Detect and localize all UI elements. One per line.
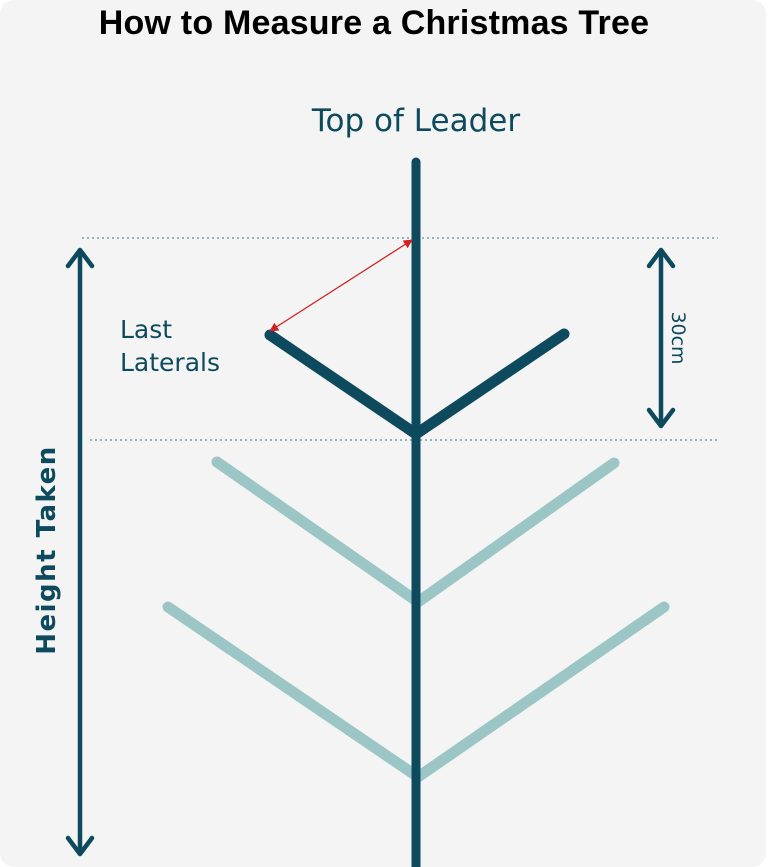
height-taken-label: Height Taken — [32, 445, 62, 655]
height-taken-arrow-head-bottom — [65, 835, 95, 857]
thirty-cm-label: 30cm — [667, 311, 689, 364]
height-taken-arrow-head-top — [65, 247, 95, 269]
last-laterals-branch — [264, 328, 570, 440]
page-title: How to Measure a Christmas Tree — [98, 4, 650, 42]
top-of-leader-label: Top of Leader — [311, 103, 520, 139]
lateral-to-leader-arrow — [269, 239, 413, 332]
last-laterals-label-line2: Laterals — [120, 348, 220, 377]
thirty-cm-arrow-head-bottom — [646, 407, 676, 429]
last-laterals-label-line1: Last — [120, 315, 172, 344]
thirty-cm-arrow-head-top — [646, 247, 676, 269]
